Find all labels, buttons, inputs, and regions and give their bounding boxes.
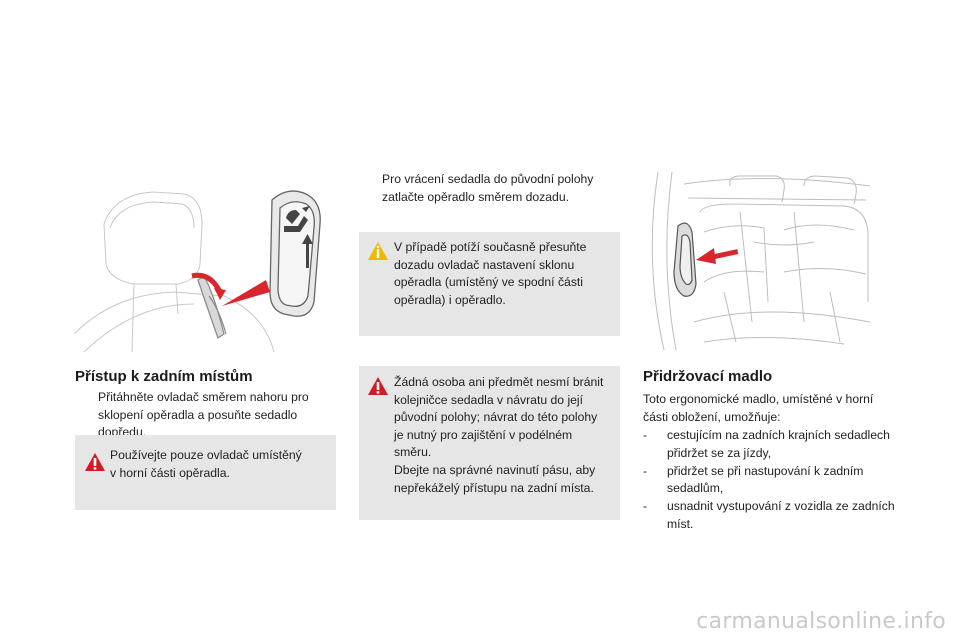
list-item: - cestujícím na zadních krajních sedadle… xyxy=(643,428,890,460)
list-item: - usnadnit vystupování z vozidla ze zadn… xyxy=(643,499,895,531)
warning-box-lever: Používejte pouze ovladač umístěný v horn… xyxy=(75,435,336,510)
pointer-bullet-icon xyxy=(360,171,382,206)
bullet-item-return-seat: Pro vrácení sedadla do původní polohy za… xyxy=(360,171,625,206)
grab-handle-uses-list: - cestujícím na zadních krajních sedadle… xyxy=(643,427,913,534)
grab-handle-intro: Toto ergonomické madlo, umístěné v horní… xyxy=(643,392,874,424)
info-icon xyxy=(368,242,388,260)
bullet-text: Pro vrácení sedadla do původní polohy za… xyxy=(382,172,594,204)
warning-text: Žádná osoba ani předmět nesmí bránit kol… xyxy=(394,375,604,495)
warning-box-rail: Žádná osoba ani předmět nesmí bránit kol… xyxy=(359,366,620,520)
seat-lever-illustration xyxy=(74,184,336,352)
pointer-bullet-icon xyxy=(76,389,98,442)
bullet-item-fold-seat: Přitáhněte ovladač směrem nahoru pro skl… xyxy=(76,389,346,442)
warning-icon xyxy=(368,377,388,395)
warning-icon xyxy=(85,453,105,471)
section-title-rear-access: Přístup k zadním místům xyxy=(75,368,253,385)
list-item: - přidržet se při nastupování k zadním s… xyxy=(643,463,864,496)
info-box-recline: V případě potíží současně přesuňte dozad… xyxy=(359,232,620,336)
grab-handle-illustration xyxy=(644,172,876,350)
watermark: carmanualsonline.info xyxy=(696,609,946,634)
info-text: V případě potíží současně přesuňte dozad… xyxy=(394,240,587,307)
bullet-text: Přitáhněte ovladač směrem nahoru pro skl… xyxy=(98,390,309,439)
warning-text: Používejte pouze ovladač umístěný v horn… xyxy=(110,448,302,480)
section-title-grab-handle: Přidržovací madlo xyxy=(643,368,773,385)
